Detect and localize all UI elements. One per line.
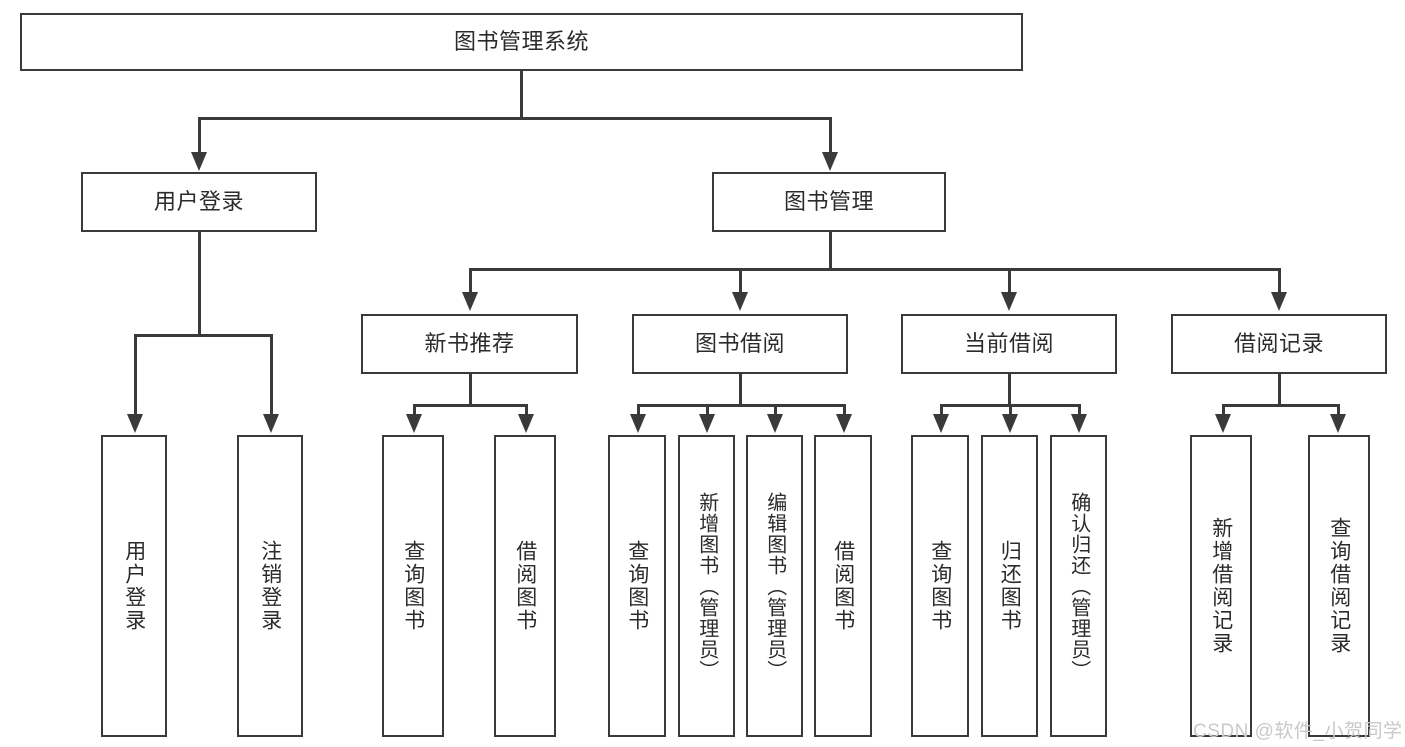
connector-bookborrow-drop-3 [774, 404, 777, 416]
arrow-to-new-book-recommend [462, 292, 478, 311]
connector-bookmgmt-stem [829, 232, 832, 270]
node-label: 用户登录 [122, 540, 146, 632]
connector-userlogin-stem [198, 232, 201, 336]
leaf-borrow-book-recommend[interactable]: 借阅图书 [494, 435, 556, 737]
connector-bookborrow-bus [637, 404, 846, 407]
connector-userlogin-drop-1 [134, 334, 137, 416]
node-book-management[interactable]: 图书管理 [712, 172, 946, 232]
leaf-edit-book-admin[interactable]: 编辑图书（管理员） [746, 435, 803, 737]
connector-bookborrow-drop-2 [706, 404, 709, 416]
node-book-borrow[interactable]: 图书借阅 [632, 314, 848, 374]
node-label: 新书推荐 [424, 331, 515, 357]
connector-borrowrecord-drop-2 [1337, 404, 1340, 416]
connector-recommend-drop-2 [525, 404, 528, 416]
leaf-query-borrow-record[interactable]: 查询借阅记录 [1308, 435, 1370, 737]
node-label: 图书管理系统 [453, 29, 589, 55]
node-label: 用户登录 [153, 189, 244, 215]
arrow-to-leaf-query-book-1 [406, 414, 422, 433]
node-label: 新增借阅记录 [1209, 517, 1233, 655]
connector-root-bus [198, 117, 831, 120]
node-label: 当前借阅 [963, 331, 1054, 357]
node-label: 借阅记录 [1233, 331, 1324, 357]
leaf-add-borrow-record[interactable]: 新增借阅记录 [1190, 435, 1252, 737]
leaf-query-book-borrow[interactable]: 查询图书 [608, 435, 666, 737]
arrow-to-leaf-return-book [1002, 414, 1018, 433]
connector-bookmgmt-bus [469, 268, 1280, 271]
node-new-book-recommend[interactable]: 新书推荐 [361, 314, 578, 374]
connector-recommend-drop-1 [413, 404, 416, 416]
arrow-to-leaf-add-book [699, 414, 715, 433]
connector-currentborrow-drop-2 [1009, 404, 1012, 416]
leaf-query-book-recommend[interactable]: 查询图书 [382, 435, 444, 737]
connector-bookborrow-stem [739, 374, 742, 406]
connector-borrowrecord-bus [1222, 404, 1339, 407]
connector-currentborrow-stem [1008, 374, 1011, 406]
node-label: 查询图书 [625, 540, 649, 632]
connector-bookmgmt-drop-3 [1008, 268, 1011, 294]
node-user-login[interactable]: 用户登录 [81, 172, 317, 232]
node-label: 查询借阅记录 [1327, 517, 1351, 655]
connector-bookmgmt-drop-4 [1278, 268, 1281, 294]
arrow-to-leaf-borrow-book-1 [518, 414, 534, 433]
node-label: 查询图书 [401, 540, 425, 632]
leaf-query-book-current[interactable]: 查询图书 [911, 435, 969, 737]
connector-root-drop-2 [829, 117, 832, 155]
node-root-system[interactable]: 图书管理系统 [20, 13, 1023, 71]
connector-bookmgmt-drop-1 [469, 268, 472, 294]
connector-borrowrecord-drop-1 [1222, 404, 1225, 416]
arrow-to-book-management [822, 152, 838, 171]
connector-currentborrow-drop-3 [1078, 404, 1081, 416]
leaf-add-book-admin[interactable]: 新增图书（管理员） [678, 435, 735, 737]
connector-borrowrecord-stem [1278, 374, 1281, 406]
node-label: 查询图书 [928, 540, 952, 632]
connector-userlogin-bus [134, 334, 272, 337]
node-label: 借阅图书 [831, 540, 855, 632]
arrow-to-leaf-query-book-3 [933, 414, 949, 433]
node-label: 借阅图书 [513, 540, 537, 632]
connector-bookborrow-drop-4 [843, 404, 846, 416]
connector-bookborrow-drop-1 [637, 404, 640, 416]
leaf-borrow-book-borrow[interactable]: 借阅图书 [814, 435, 872, 737]
connector-recommend-stem [469, 374, 472, 406]
connector-bookmgmt-drop-2 [739, 268, 742, 294]
node-label: 归还图书 [998, 540, 1022, 632]
node-label: 编辑图书（管理员） [763, 491, 786, 681]
connector-userlogin-drop-2 [270, 334, 273, 416]
node-current-borrow[interactable]: 当前借阅 [901, 314, 1117, 374]
node-label: 图书管理 [783, 189, 874, 215]
node-label: 新增图书（管理员） [695, 491, 718, 681]
node-borrow-record[interactable]: 借阅记录 [1171, 314, 1387, 374]
connector-root-stem [520, 71, 523, 119]
leaf-logout[interactable]: 注销登录 [237, 435, 303, 737]
node-label: 图书借阅 [694, 331, 785, 357]
connector-currentborrow-drop-1 [940, 404, 943, 416]
node-label: 注销登录 [258, 540, 282, 632]
arrow-to-leaf-borrow-book-2 [836, 414, 852, 433]
arrow-to-leaf-edit-book [767, 414, 783, 433]
csdn-watermark: CSDN @软件_小贺同学 [1193, 721, 1403, 742]
arrow-to-current-borrow [1001, 292, 1017, 311]
arrow-to-leaf-add-record [1215, 414, 1231, 433]
connector-root-drop-1 [198, 117, 201, 155]
connector-recommend-bus [413, 404, 527, 407]
arrow-to-book-borrow [732, 292, 748, 311]
arrow-to-leaf-query-book-2 [630, 414, 646, 433]
arrow-to-user-login [191, 152, 207, 171]
leaf-user-login[interactable]: 用户登录 [101, 435, 167, 737]
leaf-confirm-return-admin[interactable]: 确认归还（管理员） [1050, 435, 1107, 737]
leaf-return-book[interactable]: 归还图书 [981, 435, 1038, 737]
arrow-to-leaf-logout [263, 414, 279, 433]
arrow-to-borrow-record [1271, 292, 1287, 311]
node-label: 确认归还（管理员） [1067, 491, 1090, 681]
arrow-to-leaf-query-record [1330, 414, 1346, 433]
arrow-to-leaf-user-login [127, 414, 143, 433]
arrow-to-leaf-confirm-return [1071, 414, 1087, 433]
